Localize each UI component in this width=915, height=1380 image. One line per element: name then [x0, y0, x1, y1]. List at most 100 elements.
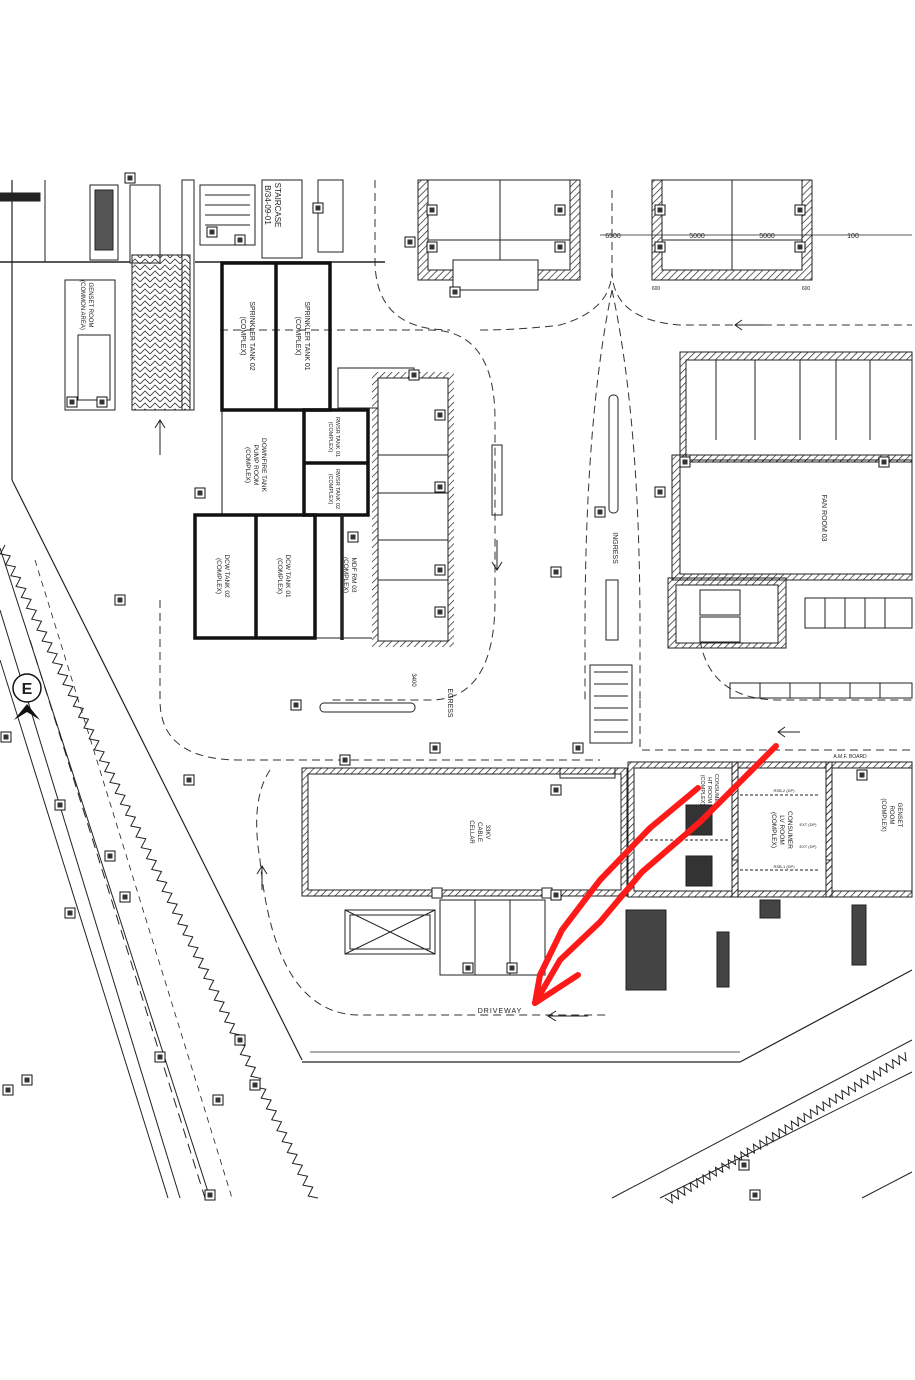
reference-tag-mark [411, 372, 417, 378]
reference-tag-mark [682, 459, 688, 465]
reference-tag-mark [575, 745, 581, 751]
reference-tag-mark [437, 567, 443, 573]
svg-text:CABLE: CABLE [476, 822, 482, 842]
driveway-label: DRIVEWAY [478, 1008, 523, 1015]
reference-tag-mark [432, 745, 438, 751]
reference-tag-mark [407, 239, 413, 245]
sprinkler-tank-02-label: SPRINKLER TANK 02 (COMPLEX) [239, 301, 255, 370]
reference-tag-mark [557, 244, 563, 250]
reference-tag-mark [315, 205, 321, 211]
reference-tag-mark [293, 702, 299, 708]
reference-tag-mark [350, 534, 356, 540]
svg-text:33KV: 33KV [484, 825, 490, 840]
ingress-label: INGRESS [611, 532, 618, 564]
reference-tag-mark [657, 207, 663, 213]
svg-text:HT ROOM: HT ROOM [706, 777, 712, 803]
cable-cellar-block [301, 767, 628, 976]
reference-tag-mark [186, 777, 192, 783]
reference-tag-mark [553, 569, 559, 575]
reference-tag-mark [657, 489, 663, 495]
reference-tag-mark [252, 1082, 258, 1088]
reference-tag-mark [509, 965, 515, 971]
rwsr-tank-02-label: RWSR TANK 02 (COMPLEX) [327, 469, 340, 509]
reference-tag-mark [465, 965, 471, 971]
genset-room-common-label: GENSET ROOM (COMMON AREA) [79, 280, 93, 330]
reference-tag-mark [741, 1162, 747, 1168]
svg-text:CELLAR: CELLAR [468, 820, 474, 844]
dcw-tank-01-label: DCW TANK 01 (COMPLEX) [276, 554, 291, 597]
dim-5000-a: 5000 [689, 233, 705, 240]
sprinkler-tank-01-label: SPRINKLER TANK 01 (COMPLEX) [294, 301, 310, 370]
genset-room-complex-label: GENSET ROOM (COMPLEX) [880, 798, 902, 831]
svg-text:CONSUMER: CONSUMER [786, 811, 793, 849]
reference-tag-mark [57, 802, 63, 808]
svg-text:SPRINKLER TANK 01: SPRINKLER TANK 01 [303, 301, 310, 370]
svg-text:(COMPLEX): (COMPLEX) [770, 812, 777, 848]
svg-text:3400: 3400 [410, 673, 416, 687]
electrical-rooms [625, 761, 913, 991]
dim-5000-b: 5000 [759, 233, 775, 240]
reference-tag-mark [429, 244, 435, 250]
svg-text:DOWNFIRE TANK: DOWNFIRE TANK [260, 438, 267, 493]
svg-text:DCW TANK 01: DCW TANK 01 [284, 554, 291, 597]
svg-text:(COMPLEX): (COMPLEX) [880, 798, 886, 831]
equipment-upper-left [0, 179, 385, 411]
ext-dp-a-label: EXT (DP) [799, 822, 817, 827]
reference-tag-mark [157, 1054, 163, 1060]
fan-room-label: FAN ROOM 03 [820, 494, 827, 541]
svg-text:RWSR TANK 01: RWSR TANK 01 [334, 417, 340, 457]
reference-tag-mark [797, 244, 803, 250]
reference-tag-mark [122, 894, 128, 900]
svg-text:DCW TANK 02: DCW TANK 02 [223, 554, 230, 597]
reference-tag-mark [342, 757, 348, 763]
consumer-ht-room-label: CONSUMER HT ROOM (COMPLEX) [699, 774, 719, 806]
svg-text:RWSR TANK 02: RWSR TANK 02 [334, 469, 340, 509]
reference-tag-mark [3, 734, 9, 740]
svg-text:STAIRCASE: STAIRCASE [273, 183, 282, 228]
reference-tag-mark [107, 853, 113, 859]
svg-text:(COMPLEX): (COMPLEX) [215, 558, 222, 594]
svg-text:(COMMON AREA): (COMMON AREA) [79, 280, 85, 330]
reference-tag-mark [99, 399, 105, 405]
rsb-1-label: RSB-1 (DP) [773, 864, 795, 869]
svg-text:(COMPLEX): (COMPLEX) [699, 775, 705, 806]
reference-tag-mark [752, 1192, 758, 1198]
north-arrow-compass: E [12, 673, 42, 720]
svg-text:EGRESS: EGRESS [446, 688, 453, 718]
dim-600-b: 600 [802, 286, 811, 292]
reference-tags [0, 172, 890, 1201]
reference-tag-mark [452, 289, 458, 295]
svg-text:PUMP ROOM: PUMP ROOM [252, 445, 259, 486]
svg-text:(COMPLEX): (COMPLEX) [239, 317, 246, 356]
egress-label: EGRESS [446, 688, 453, 718]
reference-tag-mark [5, 1087, 11, 1093]
reference-tag-mark [553, 892, 559, 898]
central-median [319, 394, 633, 744]
cable-cellar-label: 33KV CABLE CELLAR [468, 820, 490, 844]
upper-buildings [417, 179, 912, 291]
reference-tag-mark [117, 597, 123, 603]
grid-reference-label: STAIRCASE B/34-09-01 [263, 183, 282, 228]
reference-tag-mark [429, 207, 435, 213]
reference-tag-mark [437, 484, 443, 490]
consumer-lv-room-label: CONSUMER LV ROOM (COMPLEX) [770, 811, 793, 849]
svg-text:(COMPLEX): (COMPLEX) [294, 317, 301, 356]
reference-tag-mark [209, 229, 215, 235]
reference-tag-mark [69, 399, 75, 405]
dim-3400-label: 3400 [410, 673, 416, 687]
reference-tag-mark [881, 459, 887, 465]
svg-text:FAN ROOM 03: FAN ROOM 03 [820, 494, 827, 541]
svg-text:GENSET: GENSET [896, 803, 902, 828]
fan-room-building [667, 351, 913, 699]
mdf-room-label: MDF RM 03 (COMPLEX) [342, 557, 357, 593]
tank-block [193, 261, 370, 640]
dim-600-a: 600 [652, 286, 661, 292]
road-corridor-right [302, 969, 913, 1204]
reference-tag-mark [557, 207, 563, 213]
svg-text:SPRINKLER TANK 02: SPRINKLER TANK 02 [248, 301, 255, 370]
svg-text:(COMPLEX): (COMPLEX) [276, 558, 283, 594]
reference-tag-mark [67, 910, 73, 916]
reference-tag-mark [237, 237, 243, 243]
svg-text:CONSUMER: CONSUMER [713, 774, 719, 806]
